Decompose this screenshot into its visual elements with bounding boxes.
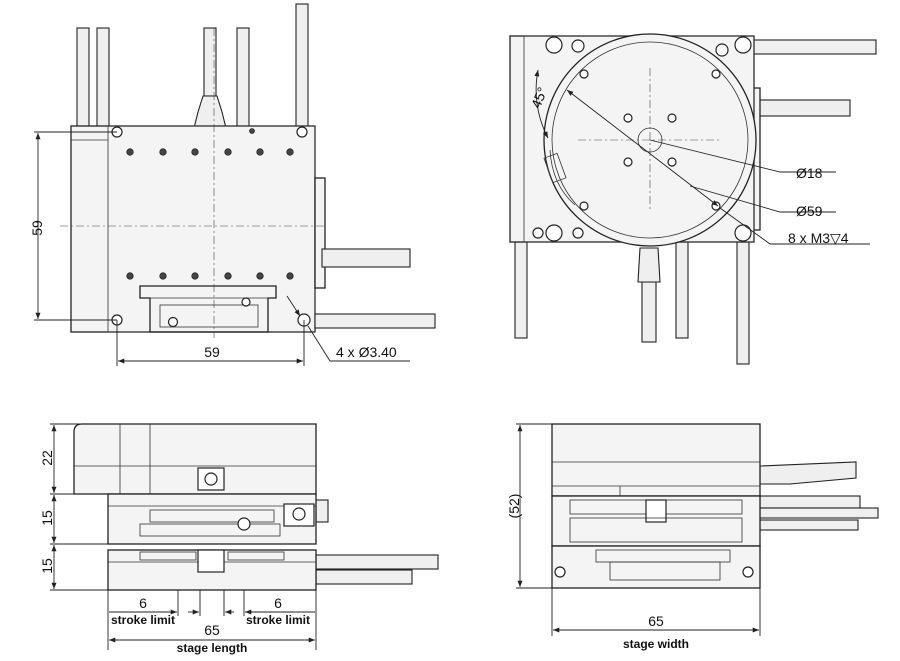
corner-hole bbox=[734, 36, 752, 54]
stroke-left-label: stroke limit bbox=[111, 613, 175, 627]
cable-tube bbox=[759, 495, 861, 509]
screw-row-bottom bbox=[126, 272, 294, 280]
angle-dimension: 45° bbox=[528, 85, 551, 111]
stage-length-value: 65 bbox=[204, 622, 220, 638]
side-knob bbox=[314, 177, 326, 289]
upper-stage bbox=[73, 423, 317, 495]
cable-tube bbox=[751, 39, 877, 55]
thread-callout: 8 x M3▽4 bbox=[788, 230, 849, 246]
cable-tube bbox=[295, 3, 309, 129]
stage-width-value: 65 bbox=[648, 613, 664, 629]
cable-tube bbox=[759, 519, 859, 531]
cable-connector bbox=[637, 247, 661, 283]
bore-diameter: Ø18 bbox=[796, 165, 823, 181]
cable-tube bbox=[315, 569, 413, 585]
end-height-dimension: (52) bbox=[506, 494, 522, 519]
cable-tube bbox=[76, 27, 90, 129]
front-height-dimension: 59 bbox=[29, 220, 45, 236]
rotary-inner bbox=[551, 41, 749, 239]
stroke-left-dimension: 6 bbox=[139, 595, 147, 611]
cable-connector bbox=[193, 95, 227, 129]
cable-tube bbox=[759, 461, 857, 485]
cable-tube bbox=[751, 99, 851, 117]
stroke-right-label: stroke limit bbox=[246, 613, 310, 627]
cable-tube bbox=[236, 27, 250, 129]
screw bbox=[241, 297, 251, 307]
top-view: 45° Ø18 Ø59 8 x M3▽4 bbox=[509, 33, 877, 365]
side-view: 22 15 15 6 6 stroke limit stroke limit 6… bbox=[39, 423, 439, 655]
hole-callout: 4 x Ø3.40 bbox=[336, 344, 397, 360]
cable-tube bbox=[675, 241, 689, 339]
cable-tube bbox=[96, 27, 110, 129]
cable-tube bbox=[759, 507, 879, 519]
cable-tube bbox=[514, 241, 528, 339]
lower-height-dimension: 15 bbox=[39, 558, 55, 574]
stroke-right-dimension: 6 bbox=[274, 595, 282, 611]
cable-tube bbox=[641, 281, 657, 343]
end-upper-body bbox=[551, 423, 761, 497]
cable-tube bbox=[736, 241, 750, 365]
cable-tube bbox=[314, 313, 436, 329]
mount-hole bbox=[296, 126, 308, 138]
middle-height-dimension: 15 bbox=[39, 510, 55, 526]
corner-hole bbox=[734, 224, 752, 242]
front-view: 59 59 4 x Ø3.40 bbox=[29, 3, 436, 366]
stage-width-label: stage width bbox=[623, 637, 689, 651]
stage-length-label: stage length bbox=[177, 641, 248, 655]
corner-hole bbox=[545, 36, 563, 54]
circle-diameter: Ø59 bbox=[796, 203, 823, 219]
end-view: (52) 65 stage width bbox=[506, 423, 879, 651]
upper-height-dimension: 22 bbox=[39, 450, 55, 466]
screw bbox=[167, 316, 179, 328]
cable-tube bbox=[321, 248, 411, 268]
cable-tube bbox=[315, 554, 439, 570]
carriage-bracket bbox=[139, 285, 277, 333]
front-width-dimension: 59 bbox=[204, 344, 220, 360]
corner-hole bbox=[545, 224, 563, 242]
screw-row-top bbox=[126, 148, 294, 156]
end-lower-body bbox=[551, 545, 761, 589]
